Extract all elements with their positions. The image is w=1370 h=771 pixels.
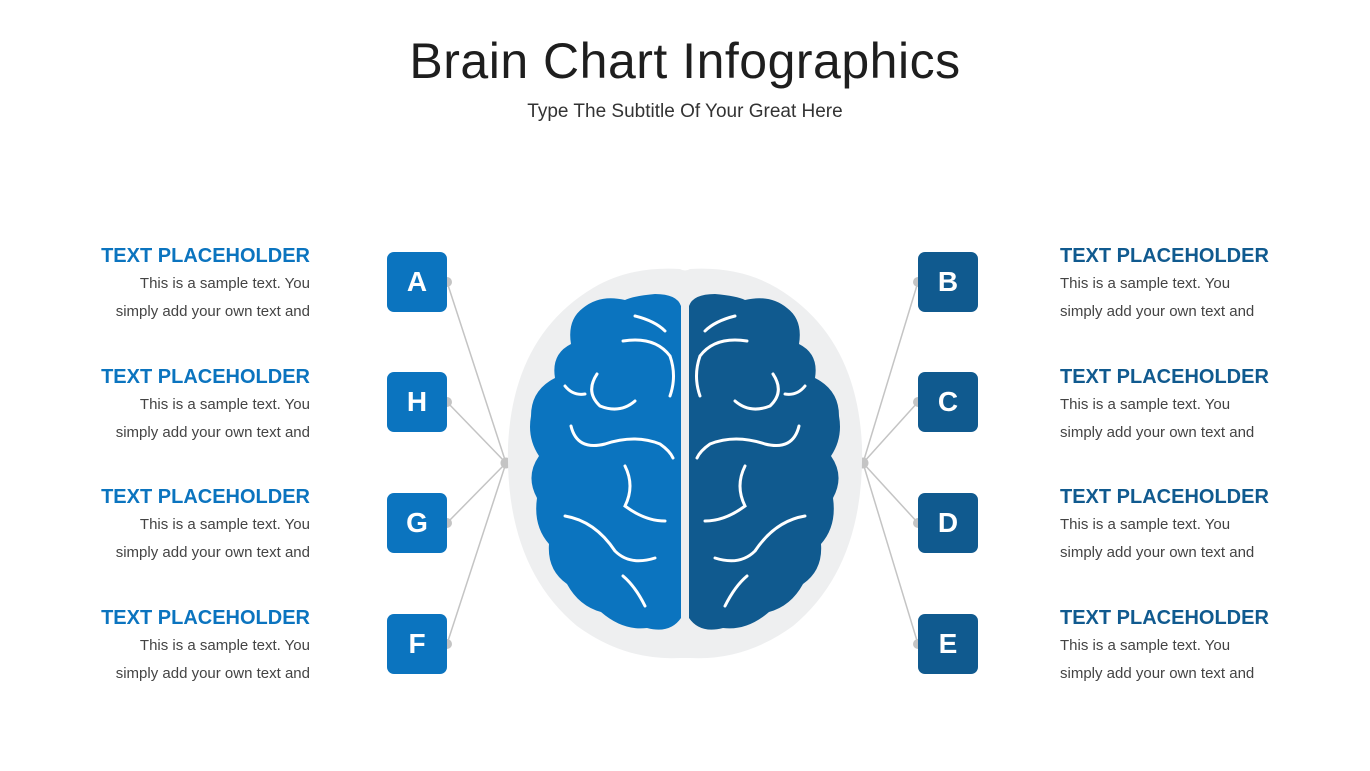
brain-right-hemisphere [689,294,840,630]
badge-h[interactable]: H [387,372,447,432]
text-block-body: This is a sample text. You simply add yo… [115,396,310,441]
text-block-body: This is a sample text. You simply add yo… [115,637,310,682]
text-block-heading: TEXT PLACEHOLDER [101,486,310,508]
badge-f[interactable]: F [387,614,447,674]
page-title: Brain Chart Infographics [409,33,961,89]
brain-icon [507,268,863,659]
badge-a[interactable]: A [387,252,447,312]
connector-line-f [446,462,507,645]
badge-d[interactable]: D [918,493,978,553]
badge-c[interactable]: C [918,372,978,432]
text-block-e: TEXT PLACEHOLDER This is a sample text. … [1060,606,1320,688]
text-block-body: This is a sample text. You simply add yo… [115,275,310,320]
text-block-heading: TEXT PLACEHOLDER [1060,245,1269,267]
text-block-f: TEXT PLACEHOLDER This is a sample text. … [50,606,310,688]
badge-g[interactable]: G [387,493,447,553]
page-subtitle: Type The Subtitle Of Your Great Here [527,101,843,122]
text-block-a: TEXT PLACEHOLDER This is a sample text. … [50,244,310,326]
connector-line-b [862,281,919,464]
text-block-heading: TEXT PLACEHOLDER [101,245,310,267]
text-block-heading: TEXT PLACEHOLDER [1060,366,1269,388]
badge-b[interactable]: B [918,252,978,312]
connector-line-g [446,462,507,524]
connector-line-e [862,462,919,645]
badge-e[interactable]: E [918,614,978,674]
text-block-b: TEXT PLACEHOLDER This is a sample text. … [1060,244,1320,326]
text-block-heading: TEXT PLACEHOLDER [101,366,310,388]
text-block-body: This is a sample text. You simply add yo… [115,516,310,561]
text-block-body: This is a sample text. You simply add yo… [1060,637,1255,682]
text-block-body: This is a sample text. You simply add yo… [1060,396,1255,441]
brain-left-hemisphere [530,294,681,630]
connector-line-c [862,401,919,464]
connector-line-a [446,281,507,464]
text-block-g: TEXT PLACEHOLDER This is a sample text. … [50,485,310,567]
text-block-heading: TEXT PLACEHOLDER [101,607,310,629]
text-block-d: TEXT PLACEHOLDER This is a sample text. … [1060,485,1320,567]
text-block-heading: TEXT PLACEHOLDER [1060,486,1269,508]
text-block-body: This is a sample text. You simply add yo… [1060,275,1255,320]
text-block-body: This is a sample text. You simply add yo… [1060,516,1255,561]
connector-line-h [446,401,507,464]
text-block-c: TEXT PLACEHOLDER This is a sample text. … [1060,365,1320,447]
text-block-h: TEXT PLACEHOLDER This is a sample text. … [50,365,310,447]
connector-line-d [862,462,919,524]
text-block-heading: TEXT PLACEHOLDER [1060,607,1269,629]
